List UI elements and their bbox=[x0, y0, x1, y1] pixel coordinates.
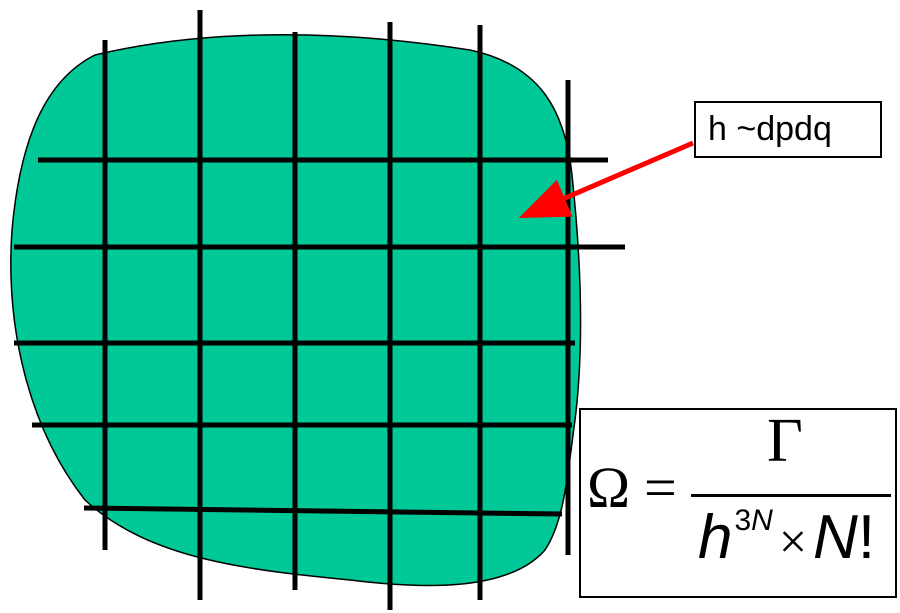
formula-numerator-gamma: Γ bbox=[767, 407, 803, 475]
exponent-symbol: N bbox=[751, 504, 773, 537]
factorial-symbol: ! bbox=[857, 503, 876, 572]
exponent-number: 3 bbox=[734, 504, 752, 537]
formula-box: Ω = Γ h3N×N! bbox=[579, 407, 897, 598]
pointer-arrow bbox=[518, 140, 694, 218]
formula-denominator: h3N×N! bbox=[698, 502, 875, 573]
formula-omega: Ω bbox=[587, 455, 631, 520]
cell-size-text: h ~dpdq bbox=[708, 110, 832, 148]
times-symbol: × bbox=[778, 513, 808, 569]
denominator-exponent: 3N bbox=[734, 504, 772, 537]
fraction-bar bbox=[691, 494, 891, 497]
cell-size-label: h ~dpdq bbox=[694, 101, 882, 158]
factorial-variable: N bbox=[813, 503, 858, 572]
formula-equals: = bbox=[644, 455, 677, 520]
denominator-h: h bbox=[698, 503, 733, 572]
